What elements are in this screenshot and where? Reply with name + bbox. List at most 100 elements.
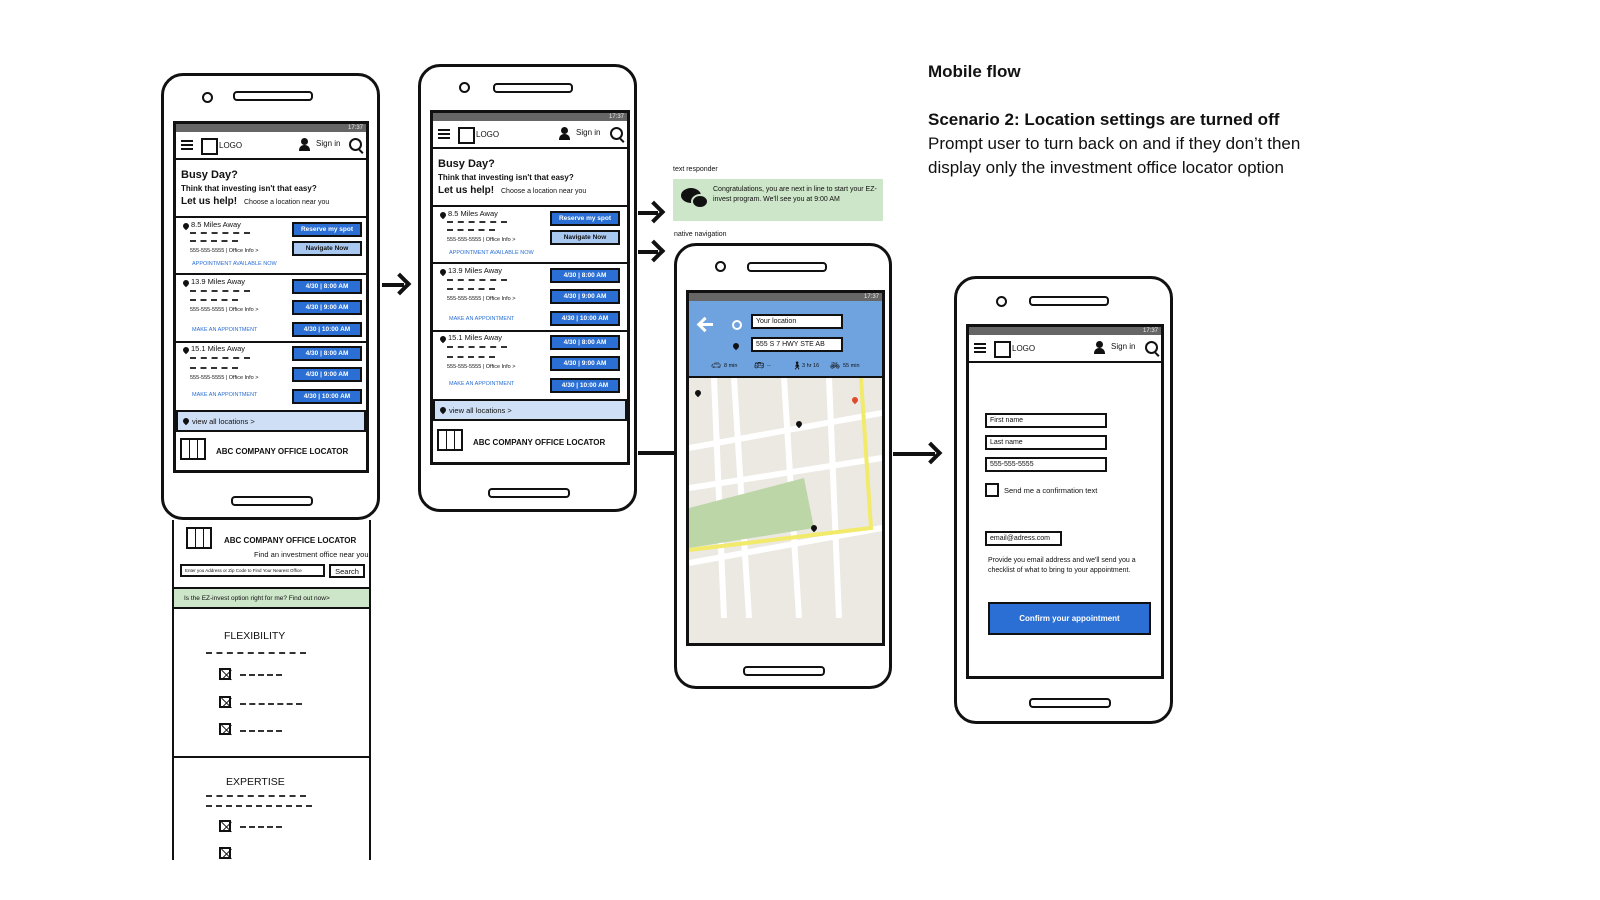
choose-location-text: Choose a location near you [244, 199, 330, 206]
below-fold-page: ABC COMPANY OFFICE LOCATOR Find an inves… [172, 520, 371, 860]
office-info-link[interactable]: 555-555-5555 | Office Info > [190, 248, 259, 254]
origin-input[interactable]: Your location [751, 314, 843, 329]
choose-location-text: Choose a location near you [501, 188, 587, 195]
navigate-now-button[interactable]: Navigate Now [550, 230, 620, 245]
map-view[interactable] [689, 378, 882, 618]
make-appointment-link[interactable]: MAKE AN APPOINTMENT [192, 327, 258, 333]
user-icon[interactable] [299, 138, 310, 151]
user-icon[interactable] [559, 127, 570, 140]
expertise-heading: EXPERTISE [226, 776, 285, 788]
map-icon [437, 429, 463, 451]
view-all-label: view all locations > [192, 417, 255, 426]
office-locator-label[interactable]: ABC COMPANY OFFICE LOCATOR [473, 438, 606, 447]
status-bar: 17:37 [689, 293, 882, 301]
sign-in-link[interactable]: Sign in [1111, 342, 1136, 351]
view-all-locations-bar[interactable]: view all locations > [433, 399, 627, 421]
location-distance: 15.1 Miles Away [448, 333, 503, 342]
let-us-help: Let us help! [181, 196, 238, 207]
office-locator-heading: ABC COMPANY OFFICE LOCATOR [224, 536, 357, 545]
search-button[interactable]: Search [329, 564, 365, 578]
drive-time: 8 min [724, 363, 738, 369]
last-name-field[interactable]: Last name [985, 435, 1107, 450]
appointment-link[interactable]: APPOINTMENT AVAILABLE NOW [192, 261, 277, 267]
reserve-spot-button[interactable]: Reserve my spot [550, 211, 620, 226]
slot-button[interactable]: 4/30 | 9:00 AM [292, 367, 362, 382]
app-header: LOGO Sign in [433, 121, 627, 149]
slot-button[interactable]: 4/30 | 8:00 AM [550, 268, 620, 283]
confirmation-text-label: Send me a confirmation text [1004, 486, 1098, 495]
logo-text: LOGO [219, 141, 243, 150]
location-distance: 13.9 Miles Away [191, 277, 246, 286]
bus-icon[interactable]: 🚌︎ [754, 361, 765, 370]
appointment-link[interactable]: APPOINTMENT AVAILABLE NOW [449, 250, 534, 256]
search-icon[interactable] [1145, 341, 1158, 354]
scenario-desc-1: Prompt user to turn back on and if they … [928, 134, 1301, 153]
back-arrow-icon[interactable] [699, 323, 713, 326]
view-all-locations-bar[interactable]: view all locations > [176, 410, 366, 432]
car-icon[interactable]: 🚗︎ [711, 361, 722, 370]
office-info-link[interactable]: 555-555-5555 | Office Info > [447, 364, 516, 370]
bike-time: 55 min [843, 363, 860, 369]
sign-in-link[interactable]: Sign in [316, 139, 341, 148]
phone-1: 17:37 LOGO Sign in Busy Day? Think that … [161, 73, 380, 520]
location-pin-icon [438, 334, 448, 344]
transit-time: -- [767, 363, 771, 369]
busy-day-heading: Busy Day? [438, 158, 495, 170]
office-info-link[interactable]: 555-555-5555 | Office Info > [190, 375, 259, 381]
bike-icon[interactable]: 🚲︎ [830, 361, 841, 370]
slot-button[interactable]: 4/30 | 9:00 AM [550, 289, 620, 304]
logo-icon [994, 341, 1011, 358]
office-locator-label[interactable]: ABC COMPANY OFFICE LOCATOR [216, 447, 349, 456]
reserve-spot-button[interactable]: Reserve my spot [292, 222, 362, 237]
slot-button[interactable]: 4/30 | 10:00 AM [292, 389, 362, 404]
make-appointment-link[interactable]: MAKE AN APPOINTMENT [449, 381, 515, 387]
map-icon [186, 527, 212, 549]
phone-field[interactable]: 555-555-5555 [985, 457, 1107, 472]
confirmation-text-checkbox[interactable] [985, 483, 999, 497]
address-search-input[interactable]: Enter you Address or Zip Code to Find Yo… [180, 564, 325, 577]
walk-icon[interactable]: 🚶︎ [792, 361, 803, 370]
confirm-appointment-button[interactable]: Confirm your appointment [988, 602, 1151, 635]
slot-button[interactable]: 4/30 | 8:00 AM [292, 279, 362, 294]
flexibility-heading: FLEXIBILITY [224, 630, 286, 642]
camera-icon [715, 261, 726, 272]
sign-in-link[interactable]: Sign in [576, 128, 601, 137]
hamburger-icon[interactable] [974, 343, 986, 345]
navigate-now-button[interactable]: Navigate Now [292, 241, 362, 256]
slot-button[interactable]: 4/30 | 9:00 AM [292, 300, 362, 315]
home-button [743, 666, 825, 676]
home-button [231, 496, 313, 506]
flow-arrow [382, 283, 404, 287]
slot-button[interactable]: 4/30 | 10:00 AM [550, 378, 620, 393]
ez-invest-banner[interactable]: Is the EZ-invest option right for me? Fi… [174, 587, 369, 609]
office-info-link[interactable]: 555-555-5555 | Office Info > [447, 296, 516, 302]
speaker [747, 262, 827, 272]
office-info-link[interactable]: 555-555-5555 | Office Info > [190, 307, 259, 313]
navigation-panel: Your location 555 S 7 HWY STE AB 🚗︎ 8 mi… [689, 301, 882, 378]
search-icon[interactable] [610, 127, 623, 140]
location-distance: 15.1 Miles Away [191, 344, 246, 353]
hamburger-icon[interactable] [181, 140, 193, 142]
checkbox-icon [219, 696, 231, 708]
text-responder-label: text responder [673, 166, 718, 173]
slot-button[interactable]: 4/30 | 10:00 AM [550, 311, 620, 326]
destination-input[interactable]: 555 S 7 HWY STE AB [751, 337, 843, 352]
search-icon[interactable] [349, 138, 362, 151]
first-name-field[interactable]: First name [985, 413, 1107, 428]
destination-pin-icon [731, 341, 741, 351]
speaker [233, 91, 313, 101]
slot-button[interactable]: 4/30 | 10:00 AM [292, 322, 362, 337]
slot-button[interactable]: 4/30 | 8:00 AM [550, 335, 620, 350]
office-info-link[interactable]: 555-555-5555 | Office Info > [447, 237, 516, 243]
user-icon[interactable] [1094, 341, 1105, 354]
flow-arrow [638, 211, 658, 215]
slot-button[interactable]: 4/30 | 8:00 AM [292, 346, 362, 361]
slot-button[interactable]: 4/30 | 9:00 AM [550, 356, 620, 371]
location-pin-icon [438, 210, 448, 220]
hamburger-icon[interactable] [438, 129, 450, 131]
make-appointment-link[interactable]: MAKE AN APPOINTMENT [192, 392, 258, 398]
location-pin-icon [438, 405, 448, 415]
make-appointment-link[interactable]: MAKE AN APPOINTMENT [449, 316, 515, 322]
home-button [1029, 698, 1111, 708]
email-field[interactable]: email@adress.com [985, 531, 1062, 546]
